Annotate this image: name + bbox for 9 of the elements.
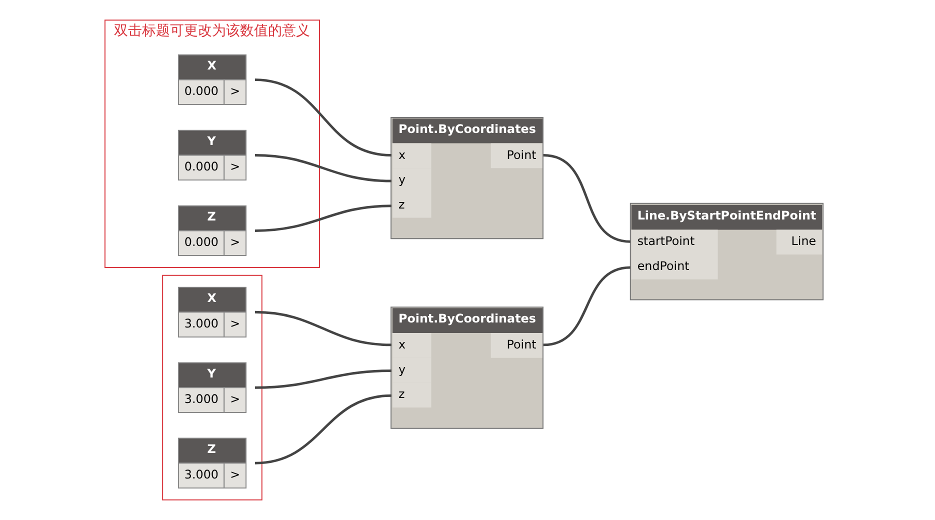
connector <box>254 204 392 232</box>
connector <box>254 310 392 346</box>
connector <box>254 78 392 156</box>
connector <box>254 370 392 389</box>
connector <box>254 394 392 464</box>
connector <box>542 266 630 346</box>
cluster <box>162 274 262 500</box>
connector <box>542 154 630 243</box>
connector <box>254 154 392 182</box>
